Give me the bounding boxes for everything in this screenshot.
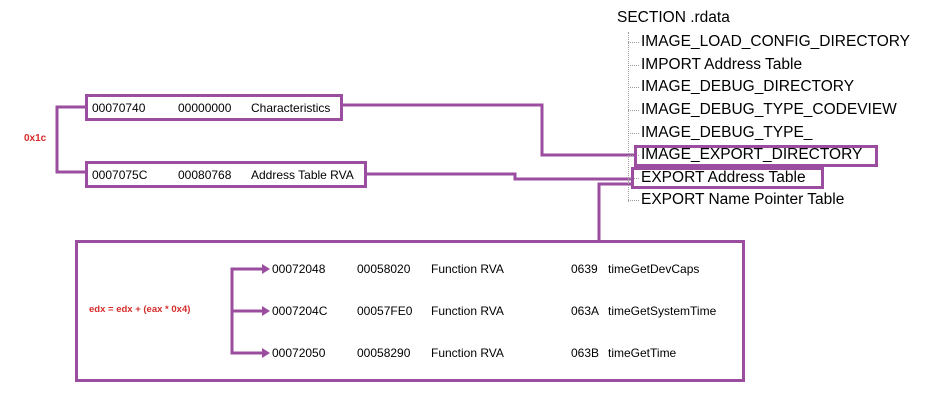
row-offset: 0007075C: [92, 168, 148, 182]
tree-guide-line: [628, 32, 629, 202]
entry-type: Function RVA: [431, 262, 504, 276]
entry-offset: 0007204C: [272, 304, 328, 318]
connector-address-table-box: [597, 182, 631, 240]
entry-ordinal: 0639: [571, 262, 598, 276]
entry-offset: 00072048: [272, 262, 326, 276]
row-value: 00000000: [178, 101, 232, 115]
address-table-entry[interactable]: 0007204C: [272, 304, 327, 318]
tree-item-load-config[interactable]: IMAGE_LOAD_CONFIG_DIRECTORY: [641, 33, 911, 50]
tree-branch: [628, 42, 639, 43]
entry-name: timeGetSystemTime: [608, 304, 717, 318]
tree-branch: [628, 65, 639, 66]
entry-value: 00057FE0: [357, 304, 413, 318]
entry-offset: 00072050: [272, 346, 326, 360]
export-directory-row-address-table-rva[interactable]: 0007075C 00080768 Address Table RVA: [85, 161, 367, 188]
tree-branch: [628, 155, 639, 156]
row-field: Address Table RVA: [251, 168, 354, 182]
arrow-entry-1: [230, 267, 263, 313]
entry-type: Function RVA: [431, 304, 504, 318]
tree-branch: [628, 110, 639, 111]
entry-ordinal: 063B: [571, 346, 600, 360]
tree-branch: [628, 200, 639, 201]
entry-name: timeGetDevCaps: [608, 262, 700, 276]
tree-root-section[interactable]: SECTION .rdata: [617, 9, 730, 26]
tree-item-debug-type[interactable]: IMAGE_DEBUG_TYPE_: [641, 124, 813, 141]
entry-ordinal: 063A: [571, 304, 600, 318]
tree-item-debug-type-codeview[interactable]: IMAGE_DEBUG_TYPE_CODEVIEW: [641, 101, 897, 118]
address-table-entry[interactable]: 00072048: [272, 262, 325, 276]
arrow-entry-2: [230, 311, 263, 355]
export-directory-row-characteristics[interactable]: 00070740 00000000 Characteristics: [85, 94, 343, 121]
formula-label: edx = edx + (eax * 0x4): [89, 304, 191, 315]
tree-item-debug-directory[interactable]: IMAGE_DEBUG_DIRECTORY: [641, 78, 855, 95]
tree-item-export-name-pointer-table[interactable]: EXPORT Name Pointer Table: [641, 191, 845, 208]
export-address-table-box: [75, 240, 745, 382]
arrowhead-entry-3: [262, 348, 270, 358]
arrowhead-entry-2: [262, 306, 270, 316]
entry-type: Function RVA: [431, 346, 504, 360]
tree-branch: [628, 87, 639, 88]
entry-name: timeGetTime: [608, 346, 677, 360]
tree-item-export-directory[interactable]: IMAGE_EXPORT_DIRECTORY: [641, 146, 863, 163]
tree-item-export-address-table[interactable]: EXPORT Address Table: [641, 169, 806, 186]
row-offset: 00070740: [92, 101, 146, 115]
tree-item-import-address-table[interactable]: IMPORT Address Table: [641, 56, 803, 73]
offset-bracket: [55, 105, 85, 174]
address-table-entry[interactable]: 00072050: [272, 346, 325, 360]
entry-value: 00058020: [357, 262, 411, 276]
row-field: Characteristics: [251, 101, 331, 115]
offset-label: 0x1c: [24, 133, 47, 144]
connector-address-table-rva: [367, 172, 631, 181]
export-address-table-highlight: [631, 167, 824, 189]
entry-value: 00058290: [357, 346, 411, 360]
connector-characteristics-export-directory: [343, 103, 634, 157]
export-directory-highlight: [634, 145, 878, 167]
row-value: 00080768: [178, 168, 232, 182]
tree-branch: [628, 133, 639, 134]
arrowhead-entry-1: [262, 264, 270, 274]
